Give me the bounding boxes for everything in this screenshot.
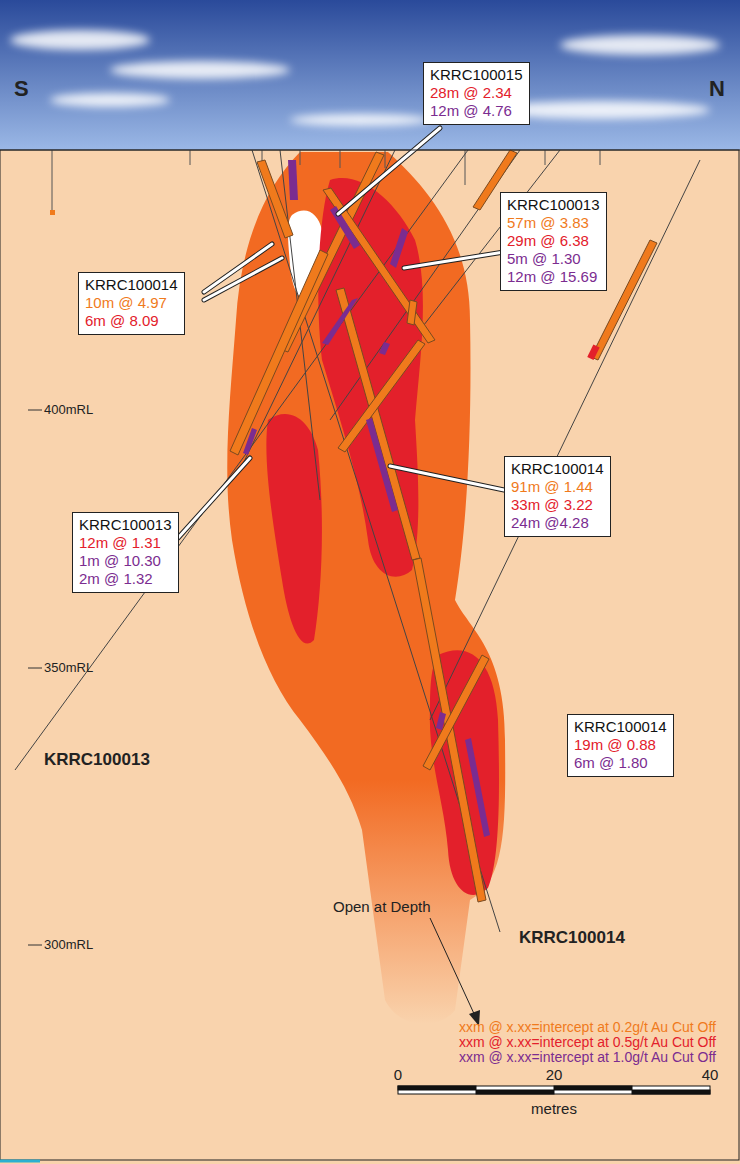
scale-number: 20 bbox=[546, 1066, 563, 1083]
compass-label: N bbox=[709, 76, 725, 102]
callout-box: KRRC10001528m @ 2.3412m @ 4.76 bbox=[423, 62, 530, 125]
compass-label: S bbox=[14, 76, 29, 102]
depth-arrow bbox=[430, 918, 476, 1018]
clouds bbox=[10, 30, 720, 126]
sky bbox=[0, 0, 740, 150]
hole-id: KRRC100014 bbox=[574, 718, 667, 736]
elevation-label: 400mRL bbox=[44, 402, 93, 417]
callout-box: KRRC10001419m @ 0.886m @ 1.80 bbox=[567, 714, 674, 777]
hole-id: KRRC100014 bbox=[511, 460, 604, 478]
callout-box: KRRC10001312m @ 1.311m @ 10.302m @ 1.32 bbox=[72, 512, 179, 593]
intercept-text: 6m @ 8.09 bbox=[85, 312, 178, 330]
legend-entry: xxm @ x.xx=intercept at 1.0g/t Au Cut Of… bbox=[459, 1050, 716, 1065]
callout-box: KRRC10001491m @ 1.4433m @ 3.2224m @4.28 bbox=[504, 456, 611, 537]
legend-color: xxm @ x.xx=intercept at 0.2g/t Au Cut Of… bbox=[459, 1019, 716, 1035]
intercept-text: 10m @ 4.97 bbox=[85, 294, 178, 312]
callout-box: KRRC10001357m @ 3.8329m @ 6.385m @ 1.301… bbox=[500, 192, 607, 291]
hole-id: KRRC100015 bbox=[430, 66, 523, 84]
legend-color: xxm @ x.xx=intercept at 1.0g/t Au Cut Of… bbox=[459, 1049, 716, 1065]
intercept-text: 57m @ 3.83 bbox=[507, 214, 600, 232]
scale-bar bbox=[398, 1086, 710, 1094]
hole-id: KRRC100014 bbox=[85, 276, 178, 294]
scale-number: 0 bbox=[394, 1066, 402, 1083]
elevation-label: 350mRL bbox=[44, 660, 93, 675]
intercept-text: 19m @ 0.88 bbox=[574, 736, 667, 754]
intercept-text: 24m @4.28 bbox=[511, 514, 604, 532]
hole-id: KRRC100013 bbox=[79, 516, 172, 534]
elevation-label: 300mRL bbox=[44, 937, 93, 952]
intercept-text: 12m @ 15.69 bbox=[507, 268, 600, 286]
legend-text: xxm @ x.xx=intercept at 0.5g/t Au Cut Of… bbox=[459, 1034, 716, 1050]
hole-id: KRRC100013 bbox=[507, 196, 600, 214]
rl-ticks bbox=[28, 410, 42, 945]
ore-envelope bbox=[227, 152, 505, 1024]
intercept-text: 6m @ 1.80 bbox=[574, 754, 667, 772]
hole-label: KRRC100013 bbox=[44, 750, 150, 770]
intercept-text: 12m @ 1.31 bbox=[79, 534, 172, 552]
scale-number: 40 bbox=[702, 1066, 719, 1083]
legend-entry: xxm @ x.xx=intercept at 0.5g/t Au Cut Of… bbox=[459, 1035, 716, 1050]
drill-traces bbox=[15, 150, 700, 932]
scale-unit: metres bbox=[531, 1100, 577, 1117]
intercept-text: 12m @ 4.76 bbox=[430, 102, 523, 120]
intercept-text: 28m @ 2.34 bbox=[430, 84, 523, 102]
intercept-text: 33m @ 3.22 bbox=[511, 496, 604, 514]
intercept-text: 1m @ 10.30 bbox=[79, 552, 172, 570]
intercept-bars bbox=[230, 150, 657, 902]
note: Open at Depth bbox=[333, 898, 431, 915]
intercept-text: 2m @ 1.32 bbox=[79, 570, 172, 588]
legend-text: xxm @ x.xx=intercept at 0.2g/t Au Cut Of… bbox=[459, 1019, 716, 1035]
callout-box: KRRC10001410m @ 4.976m @ 8.09 bbox=[78, 272, 185, 335]
leader-lines bbox=[178, 128, 504, 538]
intercept-text: 91m @ 1.44 bbox=[511, 478, 604, 496]
legend-entry: xxm @ x.xx=intercept at 0.2g/t Au Cut Of… bbox=[459, 1020, 716, 1035]
legend-color: xxm @ x.xx=intercept at 0.5g/t Au Cut Of… bbox=[459, 1034, 716, 1050]
intercept-text: 5m @ 1.30 bbox=[507, 250, 600, 268]
hole-label: KRRC100014 bbox=[519, 928, 625, 948]
legend-text: xxm @ x.xx=intercept at 1.0g/t Au Cut Of… bbox=[459, 1049, 716, 1065]
intercept-text: 29m @ 6.38 bbox=[507, 232, 600, 250]
